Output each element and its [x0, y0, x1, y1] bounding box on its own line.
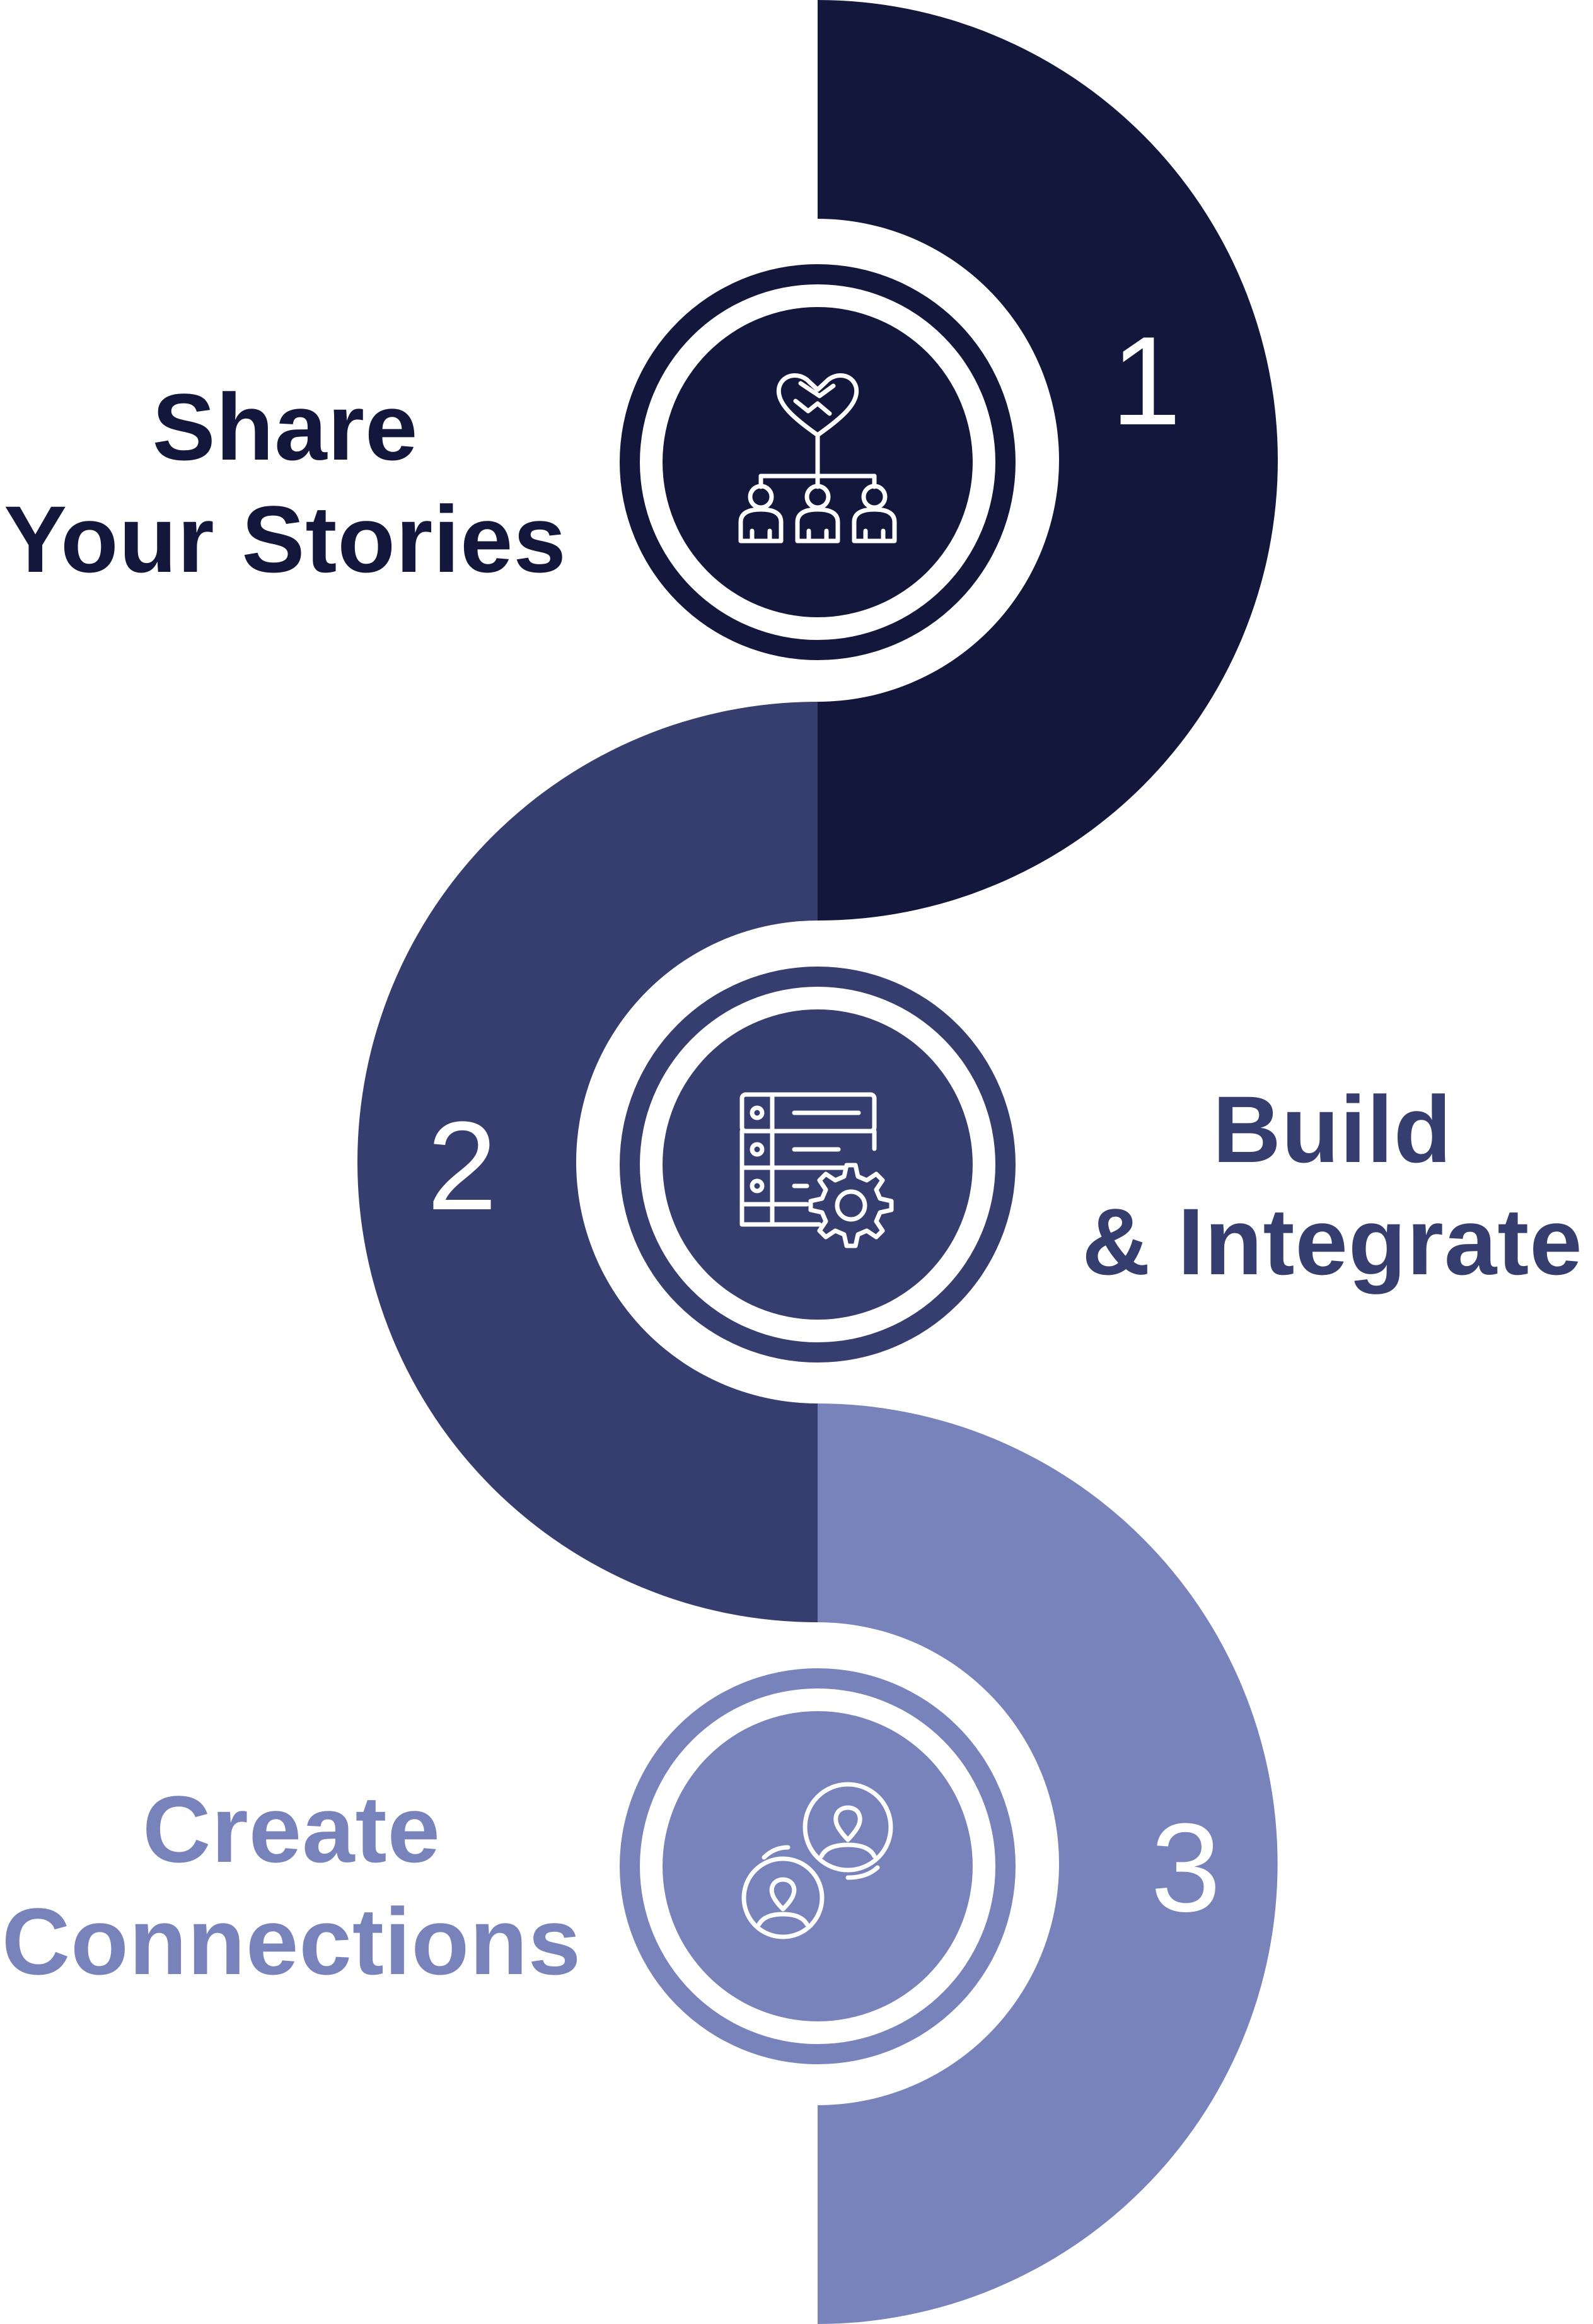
handshake-team-icon: [738, 373, 897, 543]
step-3-title-line-2: Connections: [1, 1888, 582, 1994]
step-1-title: Share Your Stories: [0, 371, 571, 595]
step-3-number: 3: [1150, 1798, 1220, 1938]
step-1-number: 1: [1111, 311, 1181, 451]
step-3-band: [818, 1403, 1278, 2324]
step-1-band: [818, 0, 1278, 921]
step-2-title: Build & Integrate: [1072, 1073, 1593, 1298]
step-2-badge: [620, 967, 1016, 1362]
connected-users-icon: [741, 1782, 893, 1939]
step-1-title-line-2: Your Stories: [4, 486, 567, 592]
step-2-title-line-2: & Integrate: [1082, 1188, 1583, 1294]
step-3-badge: [620, 1668, 1016, 2064]
step-2-number: 2: [427, 1096, 497, 1236]
step-2-band: [357, 702, 818, 1622]
step-3-title: Create Connections: [0, 1773, 583, 1997]
step-2-title-line-1: Build: [1212, 1076, 1452, 1182]
server-gear-icon: [739, 1092, 894, 1248]
step-3-title-line-1: Create: [142, 1776, 441, 1882]
step-1-title-line-1: Share: [152, 374, 419, 480]
